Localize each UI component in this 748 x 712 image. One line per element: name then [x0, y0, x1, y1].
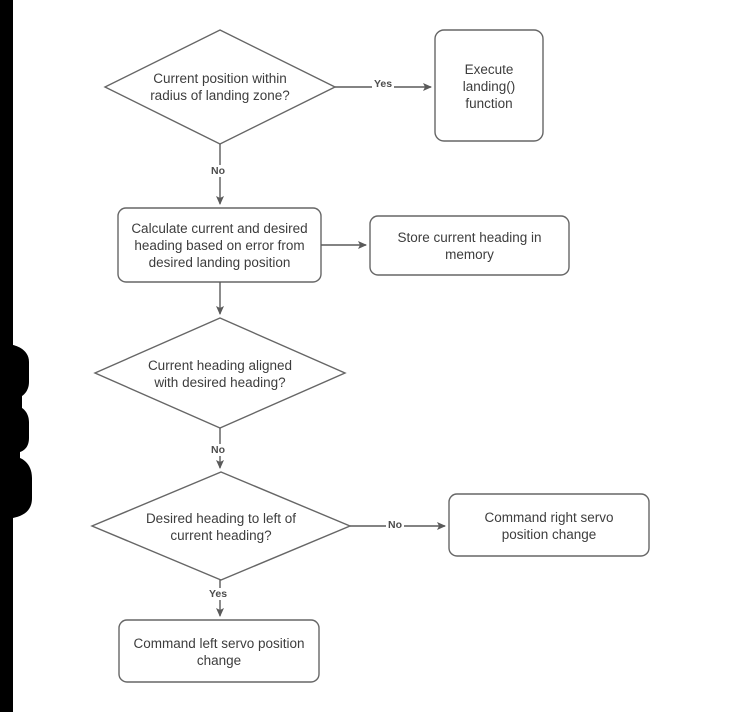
- left-margin-strip: [0, 0, 32, 712]
- edge-label-no-calculate: No: [209, 165, 227, 177]
- process-execute-landing-shape: [434, 29, 544, 142]
- decision-current-position-shape: [103, 29, 337, 145]
- edge-label-no-heading-aligned: No: [209, 444, 227, 456]
- edge-label-yes-left-servo: Yes: [207, 588, 230, 600]
- process-left-servo-shape: [118, 619, 320, 683]
- decision-heading-left-shape: [90, 471, 352, 581]
- edge-label-no-right-servo: No: [386, 519, 404, 531]
- decision-heading-aligned-shape: [93, 317, 347, 429]
- process-store-heading-shape: [369, 215, 570, 276]
- edge-label-yes-landing: Yes: [372, 78, 395, 90]
- process-calculate-heading-shape: [117, 207, 322, 283]
- process-right-servo-shape: [448, 493, 650, 557]
